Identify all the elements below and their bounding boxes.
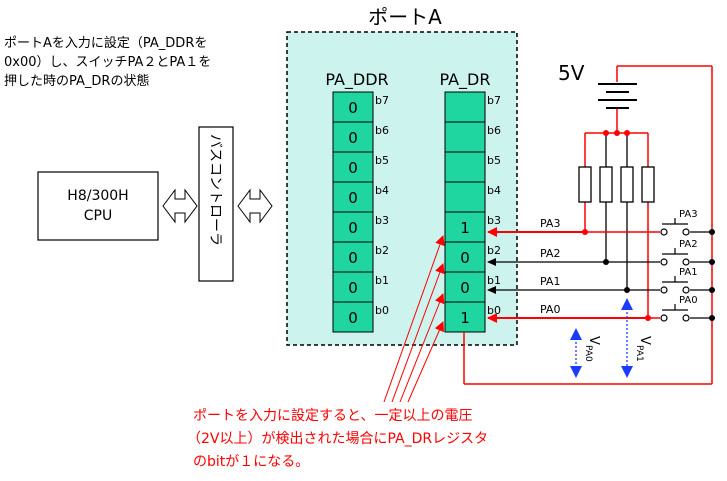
note-arrows [383,235,445,403]
line-label-pa0: PA0 [540,303,560,316]
svg-text:V: V [637,336,652,345]
dr-bit-label-b2: b2 [487,244,501,257]
dr-bit-label-b3: b3 [487,214,501,227]
power-wiring [463,65,713,385]
resistor-pa1 [620,166,634,203]
voltage-label-pa1: V PA1 [634,336,652,362]
ddr-cell-b4: 0 [348,189,358,207]
ddr-cell-b2: 0 [348,249,358,267]
ddr-cell-b5: 0 [348,159,358,177]
dr-bit-label-b5: b5 [487,154,501,167]
line-label-pa3: PA3 [540,217,560,230]
caption-line-3: 押した時のPA_DRの状態 [4,73,149,89]
ddr-bit-label-b4: b4 [375,184,389,197]
ddr-register: 0 0 0 0 0 0 0 0 b7 b6 b5 b4 b3 b2 b1 b0 [332,91,389,333]
ddr-bit-label-b2: b2 [375,244,389,257]
switch-label-pa2: PA2 [679,239,698,250]
bus-controller-label: バスコントローラ [207,134,223,246]
dr-bit-label-b0: b0 [487,304,501,317]
voltage-arrow-pa1 [621,298,633,378]
note-line-2: （2V以上）が検出された場合にPA_DRレジスタ [187,431,488,447]
dr-cell-b3: 1 [460,219,470,237]
cpu-label-1: H8/300H [67,188,128,204]
note: ポートを入力に設定すると、一定以上の電圧 （2V以上）が検出された場合にPA_D… [187,408,488,470]
svg-text:PA0: PA0 [583,345,593,362]
resistor-pa3 [578,166,592,203]
ddr-bit-label-b1: b1 [375,274,389,287]
ddr-bit-label-b6: b6 [375,124,389,137]
ddr-cell-b0: 0 [348,309,358,327]
bus-arrow-right [237,188,273,224]
switch-pa1 [660,276,690,294]
ddr-cell-b7: 0 [348,99,358,117]
dr-cell-b1: 0 [460,279,470,297]
bus-arrow-left [162,188,198,224]
svg-text:PA1: PA1 [634,345,644,362]
ddr-bit-label-b5: b5 [375,154,389,167]
power-wiring-black [605,133,628,290]
switch-label-pa0: PA0 [679,295,698,306]
voltage-arrow-pa0 [570,328,582,378]
switch-pa2 [660,248,690,266]
dr-cell-b2: 0 [460,249,470,267]
signal-lines [487,227,712,323]
switch-label-pa1: PA1 [679,267,698,278]
resistor-pa2 [599,166,613,203]
resistor-pa0 [641,166,655,203]
ddr-bit-label-b3: b3 [375,214,389,227]
note-line-1: ポートを入力に設定すると、一定以上の電圧 [193,408,472,424]
cpu-label-2: CPU [84,208,112,224]
switch-label-pa3: PA3 [679,209,698,220]
ddr-header: PA_DDR [325,70,388,90]
switch-pa3 [660,218,690,236]
dr-header: PA_DR [439,70,490,90]
caption-line-2: 0x00）し、スイッチPA２とPA１を [4,55,211,70]
battery-5v [598,83,637,109]
svg-text:V: V [586,336,601,345]
ddr-bit-label-b0: b0 [375,304,389,317]
port-title: ポートA [368,5,442,29]
ddr-cell-b6: 0 [348,129,358,147]
dr-bit-label-b4: b4 [487,184,501,197]
cpu-box: H8/300H CPU [37,171,159,241]
line-label-pa1: PA1 [540,275,560,288]
line-label-pa2: PA2 [540,247,560,260]
dr-register: 1 0 0 1 b7 b6 b5 b4 b3 b2 b1 b0 [444,91,501,333]
caption-line-1: ポートAを入力に設定（PA_DDRを [4,35,207,51]
dr-bit-label-b7: b7 [487,94,501,107]
bus-controller-box: バスコントローラ [198,126,234,282]
caption: ポートAを入力に設定（PA_DDRを 0x00）し、スイッチPA２とPA１を 押… [4,35,211,89]
switch-pa0 [660,304,690,322]
note-line-3: のbitが１になる。 [193,454,309,470]
dr-bit-label-b6: b6 [487,124,501,137]
voltage-label: 5V [558,61,585,85]
pullup-resistors [578,166,655,203]
voltage-label-pa0: V PA0 [583,336,601,362]
ddr-cell-b1: 0 [348,279,358,297]
dr-bit-label-b1: b1 [487,274,501,287]
dr-cell-b0: 1 [460,309,470,327]
ddr-cell-b3: 0 [348,219,358,237]
ddr-bit-label-b7: b7 [375,94,389,107]
